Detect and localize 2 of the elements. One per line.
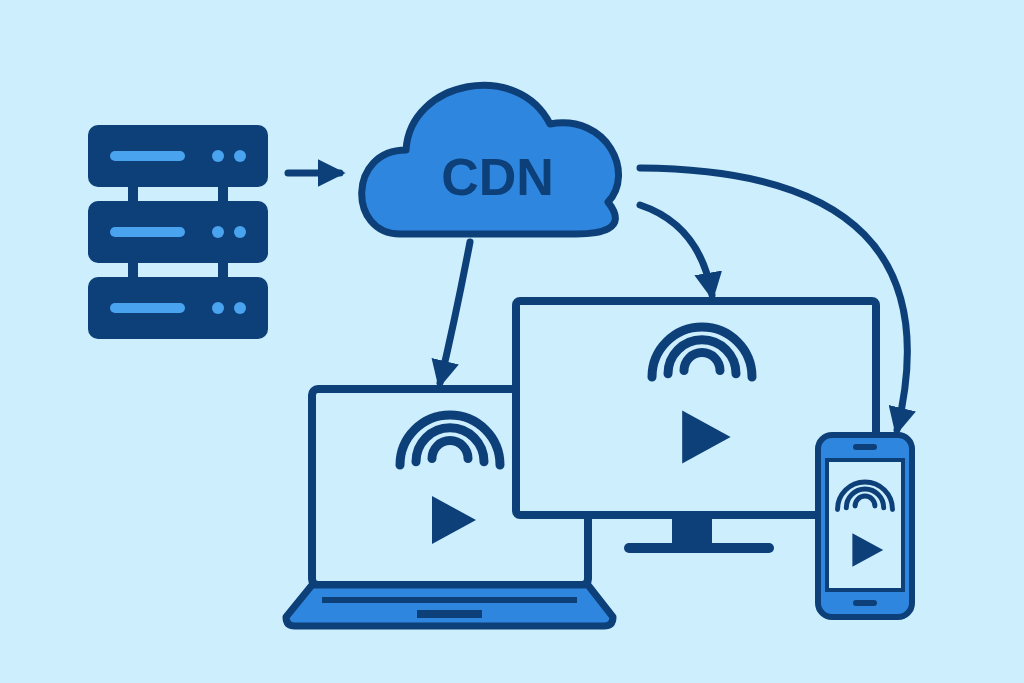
node-label: CDN	[440, 147, 555, 207]
arrow	[284, 159, 346, 187]
